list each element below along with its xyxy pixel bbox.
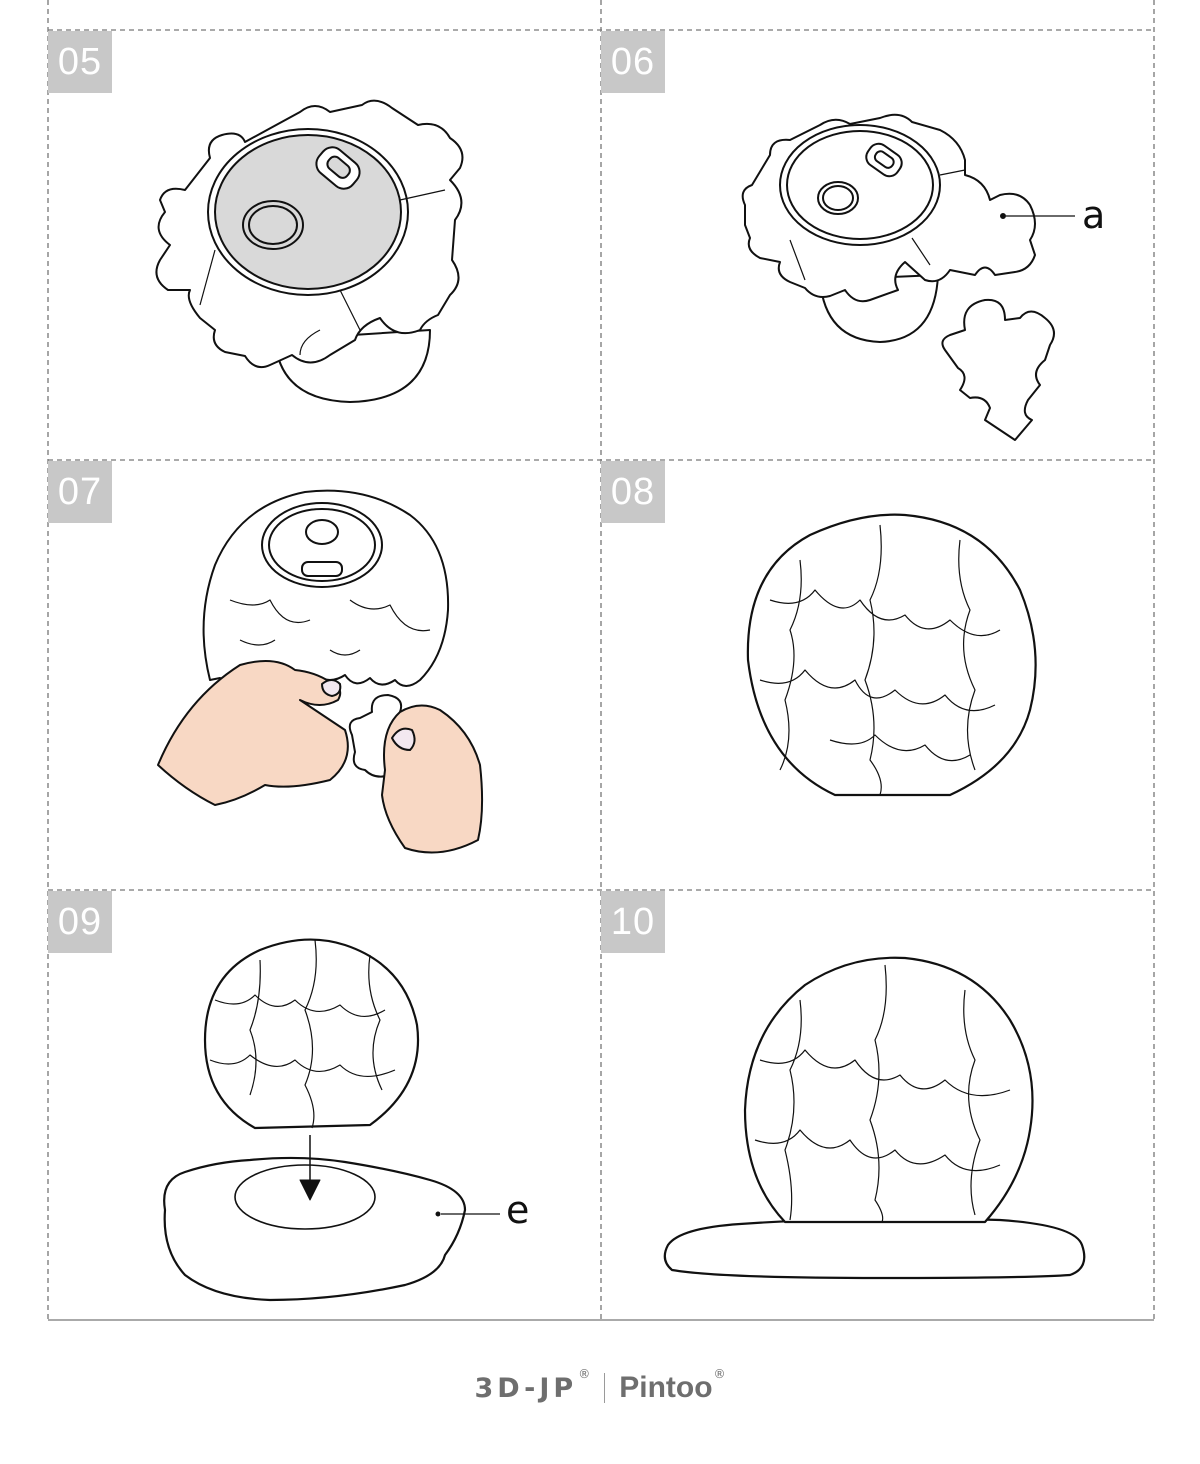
grid-lines <box>47 0 1155 1321</box>
step-06-illustration <box>741 113 1075 441</box>
step-10-illustration <box>663 956 1086 1280</box>
registered-mark: ® <box>713 1367 726 1381</box>
callout-label-a: a <box>1082 193 1106 237</box>
step-09-illustration <box>163 938 500 1302</box>
step-number-badge: 07 <box>48 461 112 523</box>
step-number-badge: 09 <box>48 891 112 953</box>
base-plate <box>214 134 402 290</box>
usb-port-inner <box>326 155 351 179</box>
step-07-illustration <box>157 489 484 854</box>
step-number-badge: 10 <box>601 891 665 953</box>
power-button <box>305 519 339 545</box>
brand-logo-3d-jp: 3D-JP <box>474 1372 578 1404</box>
brand-footer: 3D-JP ® Pintoo ® <box>0 1367 1200 1408</box>
step-number-badge: 05 <box>48 31 112 93</box>
puzzle-seams <box>754 964 1011 1223</box>
step-number-badge: 08 <box>601 461 665 523</box>
thumbnail <box>391 727 416 751</box>
step-05-illustration <box>155 99 464 403</box>
thumbnail <box>321 679 342 697</box>
loose-puzzle-piece <box>941 298 1055 441</box>
registered-mark: ® <box>578 1367 591 1381</box>
right-hand <box>381 704 484 854</box>
usb-port <box>301 561 343 577</box>
step-number-badge: 06 <box>601 31 665 93</box>
callout-label-e: e <box>506 1188 530 1232</box>
brand-divider <box>604 1373 606 1403</box>
base <box>663 1217 1086 1280</box>
step-08-illustration <box>746 513 1037 797</box>
puzzle-seams <box>759 524 1001 796</box>
base-recess <box>234 1164 376 1230</box>
completed-sphere <box>746 513 1037 797</box>
completed-sphere <box>743 956 1034 1224</box>
power-button-inner <box>248 205 298 245</box>
puzzle-seams <box>209 939 396 1129</box>
left-hand <box>157 660 349 806</box>
brand-logo-pintoo: Pintoo <box>619 1371 713 1404</box>
